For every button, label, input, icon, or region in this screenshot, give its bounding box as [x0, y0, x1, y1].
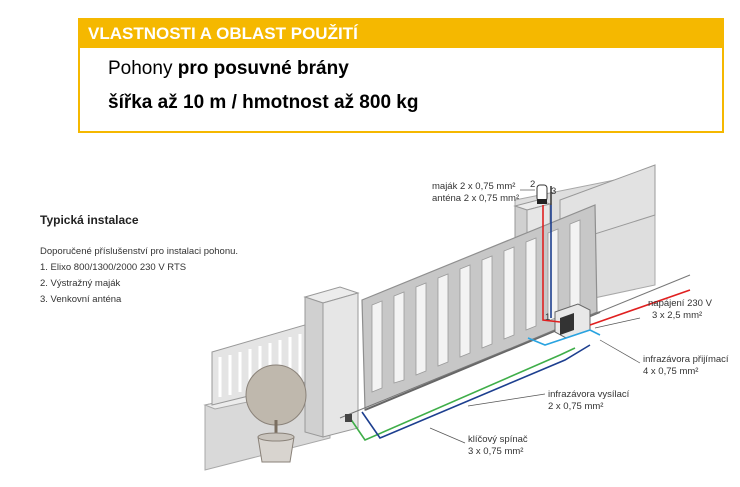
marker-1: 1 [545, 312, 551, 323]
accessory-item: 2. Výstražný maják [40, 278, 121, 289]
callout-transmitter [467, 393, 546, 407]
accessory-item: 3. Venkovní anténa [40, 294, 122, 305]
marker-3: 3 [551, 186, 557, 197]
product-prefix: Pohony [108, 58, 178, 79]
label-transmitter-spec: 2 x 0,75 mm² [548, 401, 604, 412]
photocell-transmitter [345, 414, 352, 422]
label-receiver-title: infrazávora přijímací [643, 354, 729, 365]
wire-beacon [542, 205, 561, 323]
gate-rail [339, 274, 691, 419]
label-transmitter-title: infrazávora vysílací [548, 389, 630, 400]
installation-title: Typická instalace [40, 213, 139, 227]
installation-intro: Doporučené příslušenství pro instalaci p… [40, 246, 239, 257]
accessory-item: 1. Elixo 800/1300/2000 230 V RTS [40, 262, 187, 273]
product-type: pro posuvné brány [177, 58, 349, 79]
wire-power [589, 289, 691, 326]
label-receiver-spec: 4 x 0,75 mm² [643, 366, 699, 377]
label-beacon: maják 2 x 0,75 mm² [432, 181, 516, 192]
potted-tree [245, 364, 307, 463]
label-keyswitch-spec: 3 x 0,75 mm² [468, 446, 524, 457]
warning-beacon [536, 184, 548, 204]
features-line-specs: šířka až 10 m / hmotnost až 800 kg [108, 92, 419, 113]
features-line-product: Pohony pro posuvné brány [108, 58, 349, 80]
label-power-title: napájení 230 V [648, 298, 712, 309]
wire-transmitter [361, 344, 591, 439]
label-power-spec: 3 x 2,5 mm² [652, 310, 703, 321]
wire-keyswitch [349, 347, 576, 441]
callout-power [594, 317, 641, 329]
installation-legend: Typická instalace Doporučené příslušenst… [40, 213, 238, 308]
wire-receiver [527, 329, 601, 346]
label-antenna: anténa 2 x 0,75 mm² [432, 193, 520, 204]
callout-receiver [599, 339, 641, 364]
marker-2: 2 [530, 179, 536, 190]
sliding-gate [361, 204, 601, 411]
label-keyswitch-title: klíčový spínač [468, 434, 528, 445]
left-pillar [303, 286, 360, 438]
features-header: VLASTNOSTI A OBLAST POUŽITÍ [80, 20, 722, 48]
accessory-list: 1. Elixo 800/1300/2000 230 V RTS 2. Výst… [40, 260, 238, 308]
callout-keyswitch [429, 427, 466, 444]
features-box: VLASTNOSTI A OBLAST POUŽITÍ Pohony pro p… [78, 18, 724, 133]
